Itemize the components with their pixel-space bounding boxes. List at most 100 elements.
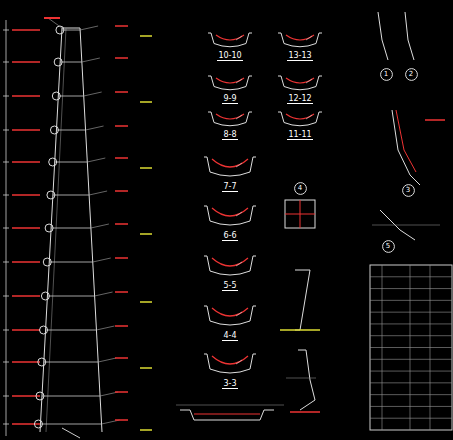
- elevation-text-mark: [115, 291, 128, 293]
- elevation-text-mark: [115, 190, 128, 192]
- chimney-outline: [40, 28, 62, 432]
- section-detail-mark: [236, 212, 242, 216]
- section-title: 5-5: [222, 282, 237, 291]
- elevation-text-mark: [12, 129, 40, 131]
- leader-line: [96, 326, 114, 330]
- section-title: 4-4: [222, 332, 237, 341]
- dimension-tick: [3, 362, 9, 363]
- chimney-ring: [60, 62, 82, 63]
- section-callout: [36, 392, 44, 400]
- section-title: 9-9: [222, 95, 237, 104]
- elevation-text-mark: [115, 157, 128, 159]
- section-shape: [204, 354, 256, 373]
- section-detail-mark: [306, 79, 312, 83]
- leader-line: [87, 158, 105, 162]
- dimension-line: [176, 405, 284, 406]
- note-text-mark: [140, 167, 152, 169]
- detail-profile: [405, 12, 414, 60]
- corbel-detail: [298, 350, 315, 410]
- leader-line: [91, 224, 109, 228]
- section-title: 6-6: [222, 232, 237, 241]
- chimney-top: [62, 28, 80, 29]
- material-table: [370, 265, 452, 430]
- elevation-text-mark: [115, 391, 128, 393]
- section-shape: [204, 206, 256, 225]
- leader-line: [89, 191, 107, 195]
- section-title: 3-3: [222, 380, 237, 389]
- chimney-ring: [56, 130, 85, 131]
- section-shape: [208, 33, 252, 47]
- section-detail-mark: [236, 36, 242, 40]
- callout-number: 3: [402, 184, 415, 194]
- base-section: [180, 410, 274, 420]
- section-shape: [204, 256, 256, 275]
- callout-number: 2: [405, 68, 418, 78]
- dimension-tick: [3, 424, 9, 425]
- section-callout: [43, 258, 51, 266]
- detail-callout: 5: [382, 240, 395, 253]
- section-reinforcement: [212, 258, 248, 266]
- dimension-tick: [3, 130, 9, 131]
- section-shape: [204, 306, 256, 325]
- section-title: 11-11: [287, 131, 312, 140]
- chimney-ring: [58, 96, 83, 97]
- chimney-ring: [49, 262, 92, 263]
- detail-plate: [285, 200, 315, 228]
- detail-note-mark: [280, 329, 320, 331]
- note-text-mark: [140, 35, 152, 37]
- table-rule: [410, 265, 411, 430]
- chimney-ring: [55, 162, 88, 163]
- detail-rebar: [300, 200, 301, 228]
- leader-line: [80, 26, 98, 30]
- elevation-text-mark: [115, 419, 128, 421]
- section-shape: [278, 112, 322, 126]
- dimension-line: [372, 225, 440, 226]
- section-detail-mark: [236, 360, 242, 364]
- elevation-text-mark: [12, 29, 40, 31]
- detail-callout: 2: [405, 68, 418, 81]
- elevation-text-mark: [12, 95, 40, 97]
- section-reinforcement: [212, 159, 248, 167]
- leader-line: [93, 258, 111, 262]
- note-text-mark: [140, 101, 152, 103]
- elevation-text-mark: [12, 329, 40, 331]
- elevation-text-mark: [115, 25, 128, 27]
- section-detail-mark: [236, 79, 242, 83]
- section-callout: [41, 292, 49, 300]
- section-callout: [52, 92, 60, 100]
- section-callout: [50, 126, 58, 134]
- top-note-mark: [44, 17, 60, 19]
- elevation-text-mark: [115, 91, 128, 93]
- elevation-text-mark: [12, 227, 40, 229]
- section-title: 10-10: [217, 52, 242, 61]
- elevation-text-mark: [12, 61, 40, 63]
- section-title: 12-12: [287, 95, 312, 104]
- note-text-mark: [140, 301, 152, 303]
- dimension-tick: [3, 396, 9, 397]
- chimney-ring: [51, 228, 91, 229]
- section-detail-mark: [236, 312, 242, 316]
- section-callout: [45, 224, 53, 232]
- section-title: 7-7: [222, 183, 237, 192]
- elevation-text-mark: [115, 257, 128, 259]
- detail-callout: 4: [294, 182, 307, 195]
- leader-line: [95, 292, 113, 296]
- callout-number: 5: [382, 240, 395, 250]
- section-callout: [54, 58, 62, 66]
- elevation-text-mark: [115, 325, 128, 327]
- detail-profile: [378, 12, 388, 60]
- detail-callout: 3: [402, 184, 415, 197]
- chimney-ring: [42, 396, 100, 397]
- dimension-tick: [3, 296, 9, 297]
- detail-rebar: [396, 110, 416, 172]
- section-reinforcement: [216, 114, 244, 119]
- dimension-tick: [3, 162, 9, 163]
- chimney-ring: [40, 424, 101, 425]
- leader-line: [48, 18, 62, 28]
- section-reinforcement: [216, 78, 244, 83]
- dimension-tick: [3, 330, 9, 331]
- section-reinforcement: [212, 356, 248, 364]
- chimney-ring: [53, 195, 89, 196]
- section-callout: [47, 191, 55, 199]
